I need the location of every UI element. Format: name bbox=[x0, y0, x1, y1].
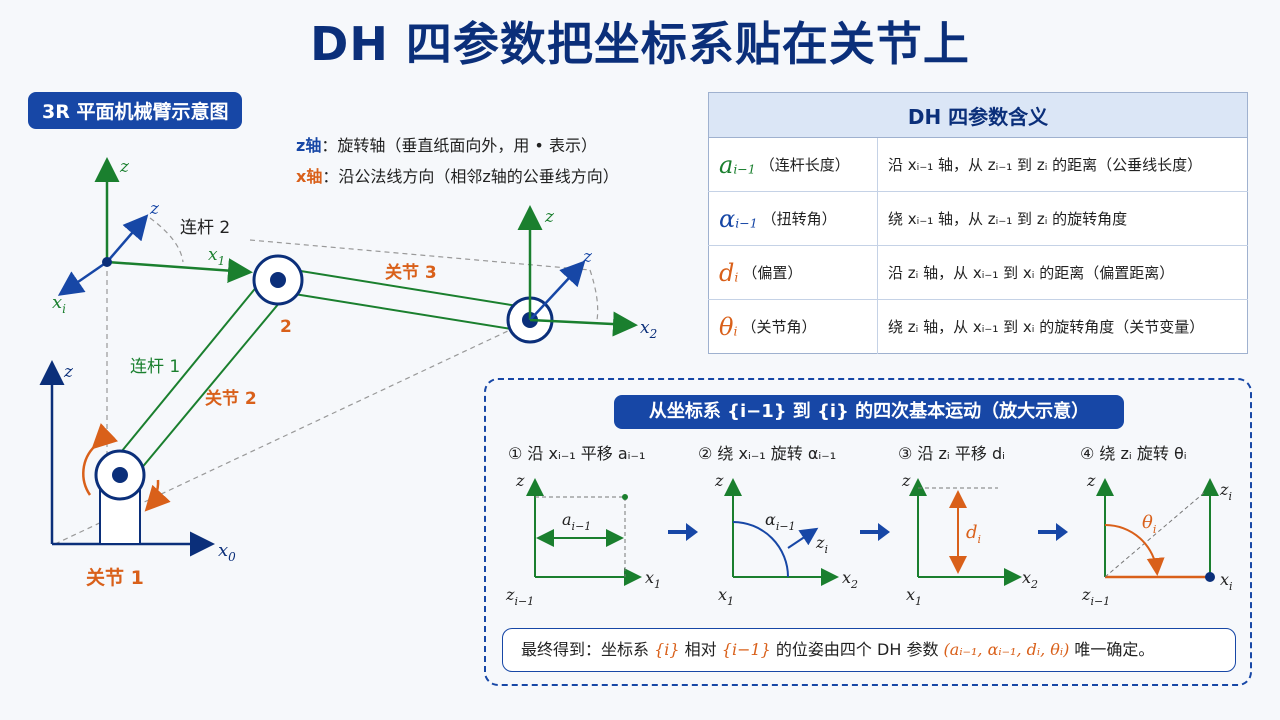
joint1-rotation-arrow-right bbox=[144, 479, 171, 512]
final-statement: 最终得到：坐标系 {i} 相对 {i−1} 的位姿由四个 DH 参数 (aᵢ₋₁… bbox=[502, 628, 1236, 672]
frame-i-z2-axis bbox=[106, 214, 149, 263]
joint1-label: 关节 1 bbox=[86, 566, 144, 589]
motion-title: 从坐标系 {i−1} 到 {i} 的四次基本运动（放大示意） bbox=[614, 395, 1124, 429]
param-d-cell: di（偏置） bbox=[708, 245, 878, 300]
svg-text:ai−1: ai−1 bbox=[562, 510, 591, 533]
dh-table-header: DH 四参数含义 bbox=[708, 92, 1248, 138]
step-4-label: ④ 绕 zᵢ 旋转 θᵢ bbox=[1080, 444, 1187, 463]
motion-steps-diagram: z zi−1 x1 ai−1 z x1 x2 αi−1 zi z x1 x2 d… bbox=[505, 471, 1233, 608]
joint3-x2-axis bbox=[529, 311, 638, 337]
step-1-label: ① 沿 xᵢ₋₁ 平移 aᵢ₋₁ bbox=[508, 444, 646, 463]
joint1-rotation-arrow-left bbox=[82, 423, 119, 496]
joint2-dot bbox=[270, 272, 286, 288]
joint3-z-label: z bbox=[544, 207, 555, 227]
frame-i-z-label: z bbox=[119, 157, 130, 177]
link2-label: 连杆 2 bbox=[180, 218, 230, 238]
frame-i-z2-label: z bbox=[149, 199, 160, 219]
legend-z: z轴：旋转轴（垂直纸面向外，用 • 表示） bbox=[296, 132, 597, 156]
motion-box bbox=[484, 378, 1252, 686]
legend-z-text: ：旋转轴（垂直纸面向外，用 • 表示） bbox=[321, 136, 597, 155]
frame-i-xi-label: xi bbox=[52, 292, 66, 316]
legend-z-key: z轴 bbox=[296, 136, 322, 155]
frame-i-x1-label: x1 bbox=[208, 245, 225, 268]
link1-label: 连杆 1 bbox=[130, 357, 180, 377]
legend-x-text: ：沿公法线方向（相邻z轴的公垂线方向） bbox=[322, 167, 619, 186]
param-alpha-cell: αi−1（扭转角） bbox=[708, 191, 878, 246]
joint2-label: 关节 2 bbox=[205, 388, 257, 409]
step-1-diagram: z zi−1 x1 ai−1 bbox=[505, 471, 661, 608]
svg-text:x2: x2 bbox=[842, 568, 858, 591]
svg-text:zi−1: zi−1 bbox=[505, 585, 534, 608]
frame-i-origin bbox=[102, 257, 112, 267]
param-a-cell: ai−1（连杆长度） bbox=[708, 137, 878, 192]
svg-text:x1: x1 bbox=[718, 585, 734, 608]
step-2-label: ② 绕 xᵢ₋₁ 旋转 αᵢ₋₁ bbox=[698, 444, 837, 463]
legend-x-key: x轴 bbox=[296, 167, 323, 186]
frame0-z-label: z bbox=[63, 362, 74, 382]
step-3-diagram: z x1 x2 di bbox=[901, 471, 1038, 608]
svg-text:z: z bbox=[515, 471, 525, 490]
joint3-z2-label: z bbox=[582, 247, 593, 267]
joint3-label: 关节 3 bbox=[385, 262, 437, 283]
step-4-diagram: z zi−1 zi xi θi bbox=[1081, 471, 1233, 608]
svg-text:θi: θi bbox=[1142, 512, 1156, 536]
step-arrow-2 bbox=[860, 523, 890, 541]
svg-text:di: di bbox=[966, 522, 981, 546]
joint2-number: 2 bbox=[280, 317, 292, 337]
param-alpha-desc: 绕 xᵢ₋₁ 轴，从 zᵢ₋₁ 到 zᵢ 的旋转角度 bbox=[877, 191, 1248, 246]
svg-text:x1: x1 bbox=[906, 585, 922, 608]
param-a-desc: 沿 xᵢ₋₁ 轴，从 zᵢ₋₁ 到 zᵢ 的距离（公垂线长度） bbox=[877, 137, 1248, 192]
svg-text:z: z bbox=[714, 471, 724, 490]
step-arrow-3 bbox=[1038, 523, 1068, 541]
link1-shape bbox=[107, 267, 291, 483]
svg-text:zi−1: zi−1 bbox=[1081, 585, 1110, 608]
svg-text:zi: zi bbox=[815, 533, 828, 556]
step-3-label: ③ 沿 zᵢ 平移 dᵢ bbox=[898, 444, 1005, 463]
joint3-z2-axis bbox=[529, 260, 586, 321]
svg-text:x1: x1 bbox=[645, 568, 661, 591]
joint1-dot bbox=[112, 467, 128, 483]
table-row: θi（关节角） 绕 zᵢ 轴，从 xᵢ₋₁ 到 xᵢ 的旋转角度（关节变量） bbox=[708, 299, 1248, 354]
param-theta-desc: 绕 zᵢ 轴，从 xᵢ₋₁ 到 xᵢ 的旋转角度（关节变量） bbox=[877, 299, 1248, 354]
svg-text:z: z bbox=[1086, 471, 1096, 490]
frame-i-xi-axis bbox=[57, 260, 108, 296]
joint3-x2-label: x2 bbox=[640, 318, 657, 341]
diagram-badge: 3R 平面机械臂示意图 bbox=[28, 92, 243, 129]
frame0-x-label: x0 bbox=[218, 540, 236, 564]
frame-i-x1-axis bbox=[106, 258, 253, 284]
table-row: αi−1（扭转角） 绕 xᵢ₋₁ 轴，从 zᵢ₋₁ 到 zᵢ 的旋转角度 bbox=[708, 191, 1248, 246]
step-2-diagram: z x1 x2 αi−1 zi bbox=[714, 471, 858, 608]
page-title: DH 四参数把坐标系贴在关节上 bbox=[310, 17, 970, 71]
link2-shape bbox=[281, 267, 531, 333]
table-row: di（偏置） 沿 zᵢ 轴，从 xᵢ₋₁ 到 xᵢ 的距离（偏置距离） bbox=[708, 245, 1248, 300]
dh-table: DH 四参数含义 ai−1（连杆长度） 沿 xᵢ₋₁ 轴，从 zᵢ₋₁ 到 zᵢ… bbox=[708, 92, 1248, 354]
arm-diagram: z x0 2 z z xi x1 z z x2 连杆 2 连杆 1 关节 2 关… bbox=[39, 157, 657, 589]
legend-x: x轴：沿公法线方向（相邻z轴的公垂线方向） bbox=[296, 163, 619, 187]
step-arrow-1 bbox=[668, 523, 698, 541]
svg-text:xi: xi bbox=[1220, 570, 1233, 593]
svg-text:αi−1: αi−1 bbox=[765, 510, 796, 533]
param-theta-cell: θi（关节角） bbox=[708, 299, 878, 354]
param-d-desc: 沿 zᵢ 轴，从 xᵢ₋₁ 到 xᵢ 的距离（偏置距离） bbox=[877, 245, 1248, 300]
table-row: ai−1（连杆长度） 沿 xᵢ₋₁ 轴，从 zᵢ₋₁ 到 zᵢ 的距离（公垂线长… bbox=[708, 137, 1248, 192]
svg-text:x2: x2 bbox=[1022, 568, 1038, 591]
svg-text:z: z bbox=[901, 471, 911, 490]
svg-text:zi: zi bbox=[1219, 480, 1232, 503]
